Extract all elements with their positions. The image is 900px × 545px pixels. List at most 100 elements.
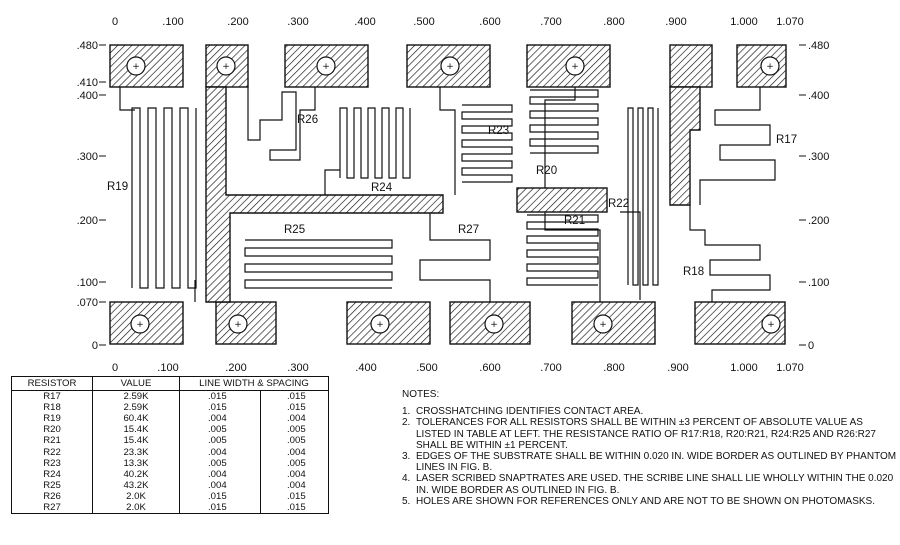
x-axis-bottom-tick: .400	[355, 362, 376, 374]
cell-spacing: .015	[260, 402, 329, 414]
cell-value: 15.4K	[92, 435, 180, 447]
contact-pad	[669, 44, 713, 88]
reference-holes: ++++++++++++	[126, 56, 781, 334]
hole-plus-mark: +	[767, 320, 775, 330]
hole-plus-mark: +	[234, 320, 242, 330]
x-axis-bottom-tick: .600	[479, 362, 500, 374]
cell-line-width: .015	[179, 501, 261, 515]
x-axis-bottom-tick: .300	[287, 362, 308, 374]
cell-line-width: .005	[179, 457, 261, 469]
contact-bus	[516, 187, 608, 213]
cell-line-width: .015	[179, 402, 261, 414]
x-axis-top-tick: .500	[413, 16, 434, 28]
y-axis-right-tick: .100	[808, 277, 829, 289]
x-axis-bottom-zero: 0	[112, 362, 118, 374]
contact-pads	[109, 44, 787, 345]
cell-resistor: R22	[11, 446, 93, 458]
x-axis-bottom-tick: 1.000	[730, 362, 758, 374]
resistor-labels: R17 R18 R19 R20 R21 R22 R23 R24 R25 R26 …	[107, 114, 797, 278]
resistor-label-r18: R18	[683, 266, 704, 278]
lead-line	[324, 169, 340, 195]
resistor-label-r21: R21	[564, 215, 585, 227]
cell-spacing: .004	[260, 479, 329, 491]
x-axis-bottom-tick: .500	[416, 362, 437, 374]
note-item: 3.EDGES OF THE SUBSTRATE SHALL BE WITHIN…	[402, 451, 897, 473]
hole-plus-mark: +	[222, 62, 230, 72]
x-axis-top-tick: .300	[287, 16, 308, 28]
resistor-trace	[244, 239, 393, 289]
resistor-label-r25: R25	[284, 224, 305, 236]
x-axis-bottom-tick: .900	[667, 362, 688, 374]
reference-hole-icon	[484, 314, 504, 334]
x-axis-top-tick: .900	[665, 16, 686, 28]
contact-bus	[669, 86, 701, 206]
cell-spacing: .004	[260, 446, 329, 458]
note-text: HOLES ARE SHOWN FOR REFERENCES ONLY AND …	[416, 495, 875, 507]
cell-spacing: .005	[260, 457, 329, 469]
x-axis-bottom-tick: .700	[540, 362, 561, 374]
note-number: 1.	[402, 406, 411, 418]
cell-spacing: .005	[260, 435, 329, 447]
cell-line-width: .015	[179, 390, 261, 403]
cell-value: 2.0K	[92, 490, 180, 502]
contact-pad	[571, 301, 656, 345]
resistor-label-r20: R20	[536, 165, 557, 177]
note-number: 4.	[402, 473, 411, 485]
lead-line	[119, 87, 135, 111]
resistor-label-r24: R24	[371, 182, 393, 194]
resistor-traces	[119, 87, 776, 302]
cell-resistor: R19	[11, 413, 93, 425]
hole-plus-mark: +	[599, 320, 607, 330]
note-number: 5.	[402, 495, 411, 507]
cell-spacing: .015	[260, 490, 329, 502]
cell-value: 23.3K	[92, 446, 180, 458]
cell-line-width: .004	[179, 479, 261, 491]
y-axis-left-tick: .070	[77, 297, 98, 309]
note-item: 5. HOLES ARE SHOWN FOR REFERENCES ONLY AN…	[402, 496, 897, 507]
resistor-label-r23: R23	[488, 125, 509, 137]
table-header-resistor: RESISTOR	[11, 376, 93, 391]
hole-plus-mark: +	[322, 62, 330, 72]
lead-line	[439, 87, 456, 195]
y-axis-left-tick: .100	[77, 277, 98, 289]
x-axis-bottom-tick: .800	[603, 362, 624, 374]
resistor-label-r27: R27	[458, 224, 479, 236]
reference-hole-icon	[440, 56, 460, 76]
reference-hole-icon	[130, 314, 150, 334]
cell-value: 15.4K	[92, 424, 180, 436]
y-axis-left-tick: 0	[92, 340, 98, 352]
cell-spacing: .015	[260, 501, 329, 515]
contact-bus	[205, 86, 444, 303]
x-axis-top-tick: .400	[354, 16, 375, 28]
reference-hole-icon	[565, 56, 585, 76]
cell-resistor: R24	[11, 468, 93, 480]
cell-spacing: .015	[260, 390, 329, 403]
resistor-trace	[627, 107, 659, 286]
cell-value: 2.59K	[92, 402, 180, 414]
cell-line-width: .005	[179, 424, 261, 436]
resistor-trace	[247, 87, 316, 161]
x-axis-top-tick: .100	[162, 16, 183, 28]
note-item: 2.TOLERANCES FOR ALL RESISTORS SHALL BE …	[402, 417, 897, 451]
hole-plus-mark: +	[136, 320, 144, 330]
hole-plus-mark: +	[446, 62, 454, 72]
resistor-label-r17: R17	[776, 134, 797, 146]
cell-resistor: R23	[11, 457, 93, 469]
cell-resistor: R20	[11, 424, 93, 436]
note-item: 4.LASER SCRIBED SNAPTRATES ARE USED. THE…	[402, 473, 897, 495]
x-axis-top-tick: 1.070	[776, 16, 804, 28]
cell-resistor: R27	[11, 501, 93, 515]
lead-line	[620, 211, 641, 300]
reference-hole-icon	[370, 314, 390, 334]
notes-list: 1.CROSSHATCHING IDENTIFIES CONTACT AREA.…	[402, 406, 897, 507]
note-text: TOLERANCES FOR ALL RESISTORS SHALL BE WI…	[416, 417, 876, 451]
reference-hole-icon	[228, 314, 248, 334]
